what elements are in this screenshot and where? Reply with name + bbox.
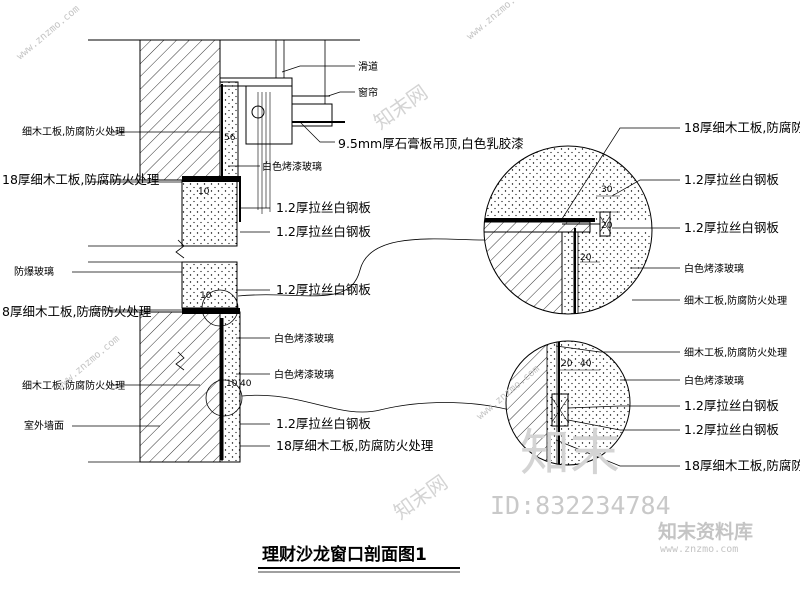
label-steel-4: 1.2厚拉丝白钢板 [276, 416, 371, 431]
connector-curve-top [237, 238, 487, 297]
label-steel-3: 1.2厚拉丝白钢板 [276, 282, 371, 297]
dim-20a: 20 [601, 221, 613, 231]
detail-top-label-steel-a: 1.2厚拉丝白钢板 [684, 172, 779, 187]
detail-bot-label-steel-b: 1.2厚拉丝白钢板 [684, 422, 779, 437]
break-line-2 [175, 351, 185, 371]
break-line-1 [175, 239, 185, 259]
detail-top-label-white-paint: 白色烤漆玻璃 [684, 262, 744, 275]
dim-10c: 10 [226, 379, 238, 389]
dim-40b: 40 [240, 379, 252, 389]
label-white-paint-1: 白色烤漆玻璃 [262, 160, 322, 173]
detail-marker-2 [205, 379, 243, 417]
label-slide-rail: 滑道 [358, 60, 378, 73]
detail-top-label-steel-b: 1.2厚拉丝白钢板 [684, 220, 779, 235]
label-gypsum-board: 9.5mm厚石膏板吊顶,白色乳胶漆 [338, 136, 524, 151]
detail-top-label-wood-fireproof: 细木工板,防腐防火处理 [684, 294, 787, 307]
watermarks: www.znzmo.com www.znzmo.com www.znzmo.co… [15, 0, 753, 555]
label-outdoor-wall: 室外墙面 [24, 419, 64, 432]
watermark-url-1: www.znzmo.com [15, 4, 82, 63]
label-fireproof-glass: 防爆玻璃 [14, 265, 54, 278]
infill-block-2 [181, 261, 238, 309]
detail-bot-label-white-paint: 白色烤漆玻璃 [684, 374, 744, 387]
watermark-url-2: www.znzmo.com [465, 0, 532, 42]
watermark-url-brand: www.znzmo.com [660, 544, 738, 555]
label-curtain: 窗帘 [358, 86, 378, 99]
label-white-paint-2: 白色烤漆玻璃 [274, 332, 334, 345]
watermark-id: ID:832234784 [490, 491, 671, 520]
label-wood-fireproof-1: 细木工板,防腐防火处理 [22, 125, 125, 138]
label-white-paint-3: 白色烤漆玻璃 [274, 368, 334, 381]
detail-bot-label-wood-fireproof: 细木工板,防腐防火处理 [684, 346, 787, 359]
ceiling-panel [291, 103, 333, 127]
drawing-title: 理财沙龙窗口剖面图1 [262, 544, 427, 565]
watermark-logo: 知末 [520, 424, 620, 482]
detail-top-label-wood-18: 18厚细木工板,防腐防火处理 [684, 120, 800, 135]
watermark-diag-2: 知末网 [389, 470, 452, 524]
label-steel-2: 1.2厚拉丝白钢板 [276, 224, 371, 239]
watermark-brand: 知末资料库 [658, 520, 753, 543]
detail-bot-label-wood-18: 18厚细木工板,防腐防火处理 [684, 458, 800, 473]
watermark-diag-1: 知末网 [369, 80, 432, 134]
dim-56: 56 [224, 133, 236, 143]
lower-wall [139, 311, 221, 463]
label-steel-1: 1.2厚拉丝白钢板 [276, 200, 371, 215]
upper-wall [139, 39, 221, 181]
sill-bottom [182, 308, 240, 314]
detail-top: 30 20 20 18厚细木工板,防腐防火处理 1.2厚拉丝白钢板 1.2厚拉丝… [483, 120, 800, 315]
dim-30: 30 [601, 185, 613, 195]
label-wood-fireproof-2: 细木工板,防腐防火处理 [22, 379, 125, 392]
connector-curve-bottom [241, 394, 511, 413]
label-wood-18-2: 8厚细木工板,防腐防火处理 [2, 304, 152, 319]
dim-40: 40 [580, 359, 592, 369]
detail-bot-label-steel-a: 1.2厚拉丝白钢板 [684, 398, 779, 413]
label-wood-18-1: 18厚细木工板,防腐防火处理 [2, 172, 160, 187]
sill-top [182, 176, 240, 182]
dim-20b: 20 [580, 253, 592, 263]
detail-marker-1 [201, 289, 239, 327]
main-section: 10 10 56 40 10 滑道 窗帘 9.5mm厚石膏板吊顶,白色乳胶漆 细… [2, 39, 524, 463]
label-wood-18-bottom: 18厚细木工板,防腐防火处理 [276, 438, 434, 453]
dim-20c: 20 [561, 359, 573, 369]
dim-10b: 10 [200, 291, 212, 301]
infill-block-1 [181, 179, 238, 247]
dim-10a: 10 [198, 187, 210, 197]
drawing-title-block: 理财沙龙窗口剖面图1 [258, 544, 460, 573]
